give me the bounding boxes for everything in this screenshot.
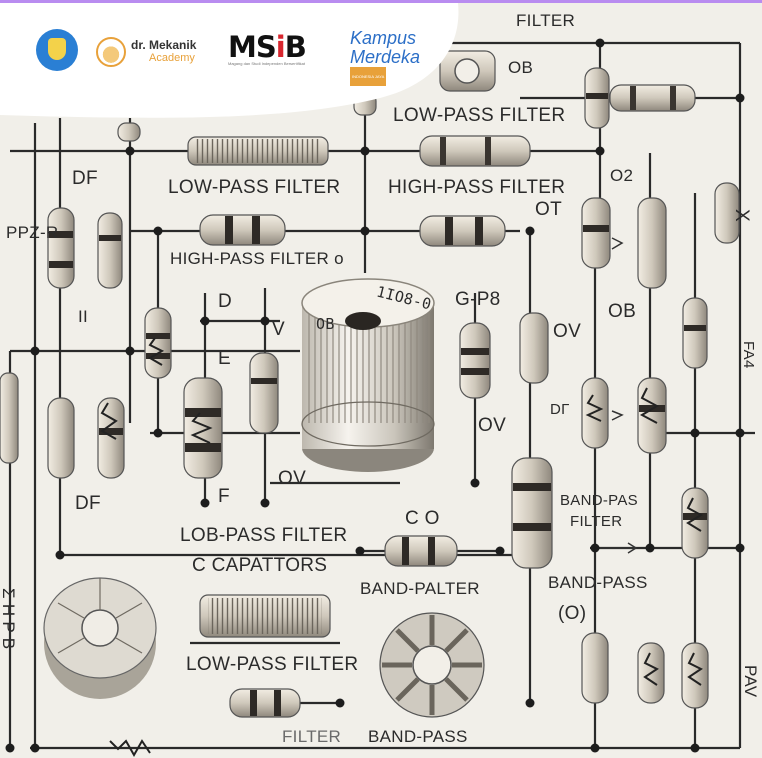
label-capacitor-ob: OB: [316, 315, 335, 333]
label-ii: II: [78, 307, 89, 326]
label-band-pass-3: BAND-PASS: [368, 727, 468, 746]
label-df-top: DF: [72, 168, 98, 189]
label-ppr: PPZ-R: [6, 223, 59, 242]
msib-logo: MSiB Magang dan Studi Independen Bersert…: [228, 30, 307, 67]
circuit-illustration: [0, 3, 755, 758]
label-o-paren: (O): [558, 603, 587, 624]
label-ov-1: OV: [553, 321, 582, 342]
label-dr: DΓ: [550, 401, 570, 418]
label-e: E: [218, 348, 231, 369]
label-d: D: [218, 291, 233, 312]
tut-wuri-logo: [36, 29, 78, 71]
label-high-pass-1: HIGH-PASS FILTER: [388, 177, 566, 198]
toroid-center: [379, 612, 485, 718]
msib-suffix: B: [284, 30, 307, 64]
merdeka-text: Merdeka: [350, 47, 421, 67]
dr-mekanik-logo: dr. Mekanik Academy: [96, 37, 196, 67]
label-band-pass-filter: FILTER: [570, 513, 623, 530]
msib-highlight: i: [275, 30, 286, 64]
label-filter-bottom: FILTER: [282, 727, 342, 746]
label-band-pass-2: BAND-PASS: [548, 573, 648, 592]
label-low-pass-3: LOW-PASS FILTER: [186, 654, 359, 675]
label-left-side: Ʃ H P B: [0, 588, 18, 650]
label-ov-3: OV: [278, 468, 307, 489]
label-co: C O: [405, 508, 440, 529]
kampus-text: Kampus: [350, 28, 417, 48]
dr-mekanik-academy: Academy: [149, 52, 195, 64]
label-ov-2: OV: [478, 415, 507, 436]
indonesia-jaya-text: INDONESIA JAYA: [350, 67, 387, 86]
label-filter-top: FILTER: [516, 11, 576, 30]
label-ot: OT: [535, 199, 562, 220]
msib-prefix: MS: [228, 30, 277, 64]
tut-wuri-emblem-icon: [36, 29, 78, 71]
dr-mekanik-name: dr. Mekanik: [131, 38, 197, 52]
label-high-pass-2: HIGH-PASS FILTER o: [170, 249, 344, 268]
label-df-left: DF: [75, 493, 101, 514]
msib-tagline: Magang dan Studi Independen Bersertifika…: [228, 61, 305, 66]
kampus-merdeka-logo: Kampus Merdeka INDONESIA JAYA: [350, 29, 420, 86]
label-x-right: X: [731, 209, 752, 222]
label-band-palter: BAND-PALTER: [360, 579, 480, 598]
dr-mekanik-badge-icon: [96, 37, 126, 67]
label-low-pass-1: LOW-PASS FILTER: [393, 105, 566, 126]
label-band-pass-1: BAND-PAS: [560, 492, 638, 509]
label-ob-top: OB: [508, 58, 534, 77]
label-ob-right: OB: [608, 301, 637, 322]
toroid-left: [43, 577, 157, 699]
label-right-side-2: FA4: [740, 341, 757, 369]
label-g-p: G-P8: [455, 289, 501, 310]
label-f: F: [218, 486, 230, 507]
capacitor-graphic: [301, 278, 435, 472]
label-capacitors: C CAPATTORS: [192, 555, 328, 576]
label-o2: O2: [610, 166, 634, 185]
label-lob-pass: LOB-PASS FILTER: [180, 525, 348, 546]
label-low-pass-2: LOW-PASS FILTER: [168, 177, 341, 198]
label-v: V: [272, 319, 285, 340]
label-right-side: PAV: [741, 665, 760, 698]
